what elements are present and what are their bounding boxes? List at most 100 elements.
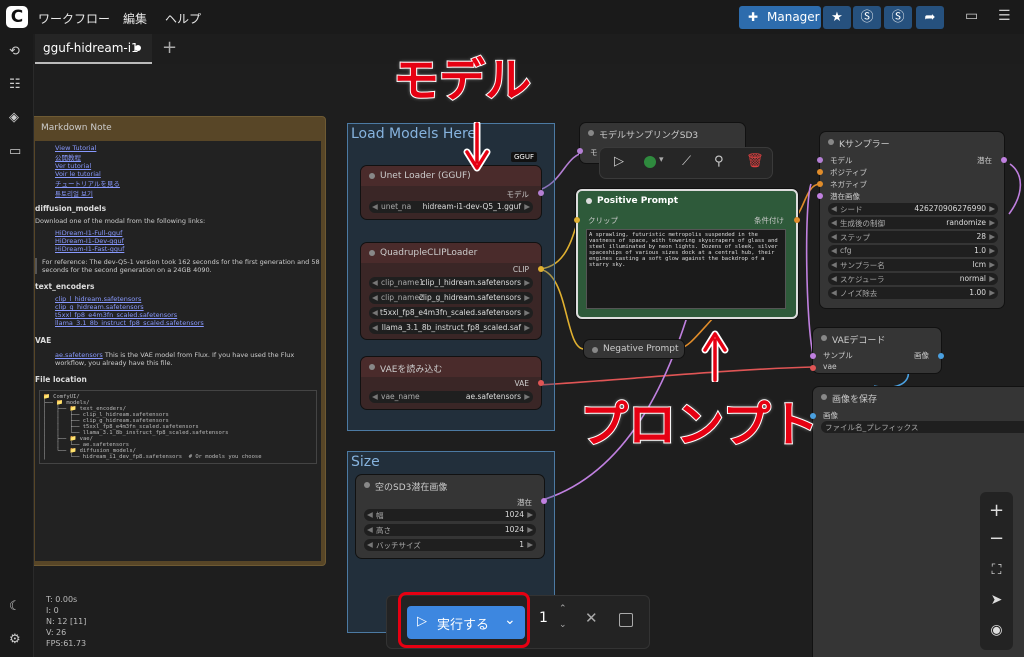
left-arrow-icon[interactable]: ◀ [372,293,378,302]
combo-widget[interactable]: ◀t5xxl_fp8_e4m3fn_scaled.safetensors▶ [369,307,533,319]
decrement-icon[interactable]: ⌄ [559,620,567,630]
chevron-down-icon[interactable]: ▾ [659,155,664,165]
run-button[interactable]: ▷ 実行する ⌄ [407,606,525,639]
menu-workflow[interactable]: ワークフロー [38,12,111,26]
navigate-icon[interactable]: ➤ [990,592,1003,608]
right-arrow-icon[interactable]: ▶ [989,274,995,283]
input-slot[interactable] [577,148,583,154]
output-slot[interactable] [538,266,544,272]
menu-edit[interactable]: 編集 [123,12,148,26]
left-arrow-icon[interactable]: ◀ [367,525,373,534]
output-slot[interactable] [794,217,800,223]
stop-icon[interactable] [619,613,633,627]
input-slot[interactable] [810,413,816,419]
note-link[interactable]: clip_l_hidream.safetensors [55,295,142,303]
note-link[interactable]: Voir le tutorial [55,170,101,178]
note-link[interactable]: clip_g_hidream.safetensors [55,303,144,311]
add-tab-button[interactable]: + [162,37,178,58]
node-manager-button[interactable]: Ⓢ [884,6,912,29]
right-arrow-icon[interactable]: ▶ [989,204,995,213]
star-button[interactable]: ★ [823,6,851,29]
settings-gear-icon[interactable]: ⚙ [9,632,21,647]
left-arrow-icon[interactable]: ◀ [372,278,378,287]
text-widget[interactable]: ファイル名_プレフィックス [821,421,1024,433]
bypass-icon[interactable]: ⟋ [682,154,692,169]
increment-icon[interactable]: ⌃ [559,604,567,614]
right-arrow-icon[interactable]: ▶ [989,232,995,241]
output-slot[interactable] [541,498,547,504]
right-arrow-icon[interactable]: ▶ [527,525,533,534]
unsaved-dot[interactable] [135,45,141,51]
zoom-out-icon[interactable]: − [988,528,1005,549]
note-link[interactable]: HiDream-I1-Fast-gguf [55,245,125,253]
note-link[interactable]: View Tutorial [55,144,97,152]
comfy-logo[interactable]: C [6,6,28,28]
pin-icon[interactable]: ⚲ [714,154,724,169]
output-slot[interactable] [538,380,544,386]
right-arrow-icon[interactable]: ▶ [524,278,530,287]
note-link[interactable]: ae.safetensors [55,351,103,359]
left-arrow-icon[interactable]: ◀ [831,218,837,227]
input-slot[interactable] [810,365,816,371]
output-slot[interactable] [538,190,544,196]
panel-toggle-icon[interactable]: ▭ [965,8,979,24]
history-icon[interactable]: ⟲ [9,44,20,59]
output-slot[interactable] [1001,157,1007,163]
left-arrow-icon[interactable]: ◀ [831,204,837,213]
left-arrow-icon[interactable]: ◀ [372,202,378,211]
note-link[interactable]: HiDream-I1-Full-gguf [55,229,123,237]
left-arrow-icon[interactable]: ◀ [831,260,837,269]
note-link[interactable]: 公開教程 [55,154,81,162]
node-negative-prompt[interactable]: Negative Prompt [584,340,684,358]
output-slot[interactable] [938,353,944,359]
note-link[interactable]: Ver tutorial [55,162,92,170]
left-arrow-icon[interactable]: ◀ [372,323,378,332]
input-slot[interactable] [810,353,816,359]
right-arrow-icon[interactable]: ▶ [524,323,530,332]
share-button[interactable]: ➦ [916,6,944,29]
right-arrow-icon[interactable]: ▶ [524,392,530,401]
markdown-note[interactable]: Markdown Note View Tutorial 公開教程 Ver tut… [34,116,326,566]
left-arrow-icon[interactable]: ◀ [831,232,837,241]
right-arrow-icon[interactable]: ▶ [989,288,995,297]
cube-icon[interactable]: ◈ [9,110,19,125]
node-positive-prompt[interactable]: Positive Prompt クリップ 条件付け A sprawling, f… [574,189,800,319]
cancel-icon[interactable]: ✕ [585,609,598,627]
input-slot[interactable] [817,193,823,199]
fit-view-icon[interactable]: ⛶ [991,562,1002,578]
right-arrow-icon[interactable]: ▶ [524,308,530,317]
manager-button[interactable]: ✚ Manager [739,6,821,29]
left-arrow-icon[interactable]: ◀ [372,308,378,317]
note-link[interactable]: llama_3.1_8b_instruct_fp8_scaled.safeten… [55,319,204,327]
folder-icon[interactable]: ▭ [9,144,22,159]
input-slot[interactable] [817,169,823,175]
eye-icon[interactable]: ◉ [990,622,1003,638]
queue-count[interactable]: 1 [539,610,548,626]
prompt-textarea[interactable]: A sprawling, futuristic metropolis suspe… [586,229,786,309]
right-arrow-icon[interactable]: ▶ [989,246,995,255]
graph-canvas[interactable]: Markdown Note View Tutorial 公開教程 Ver tut… [34,64,1024,657]
left-arrow-icon[interactable]: ◀ [367,540,373,549]
moon-icon[interactable]: ☾ [9,599,21,614]
left-arrow-icon[interactable]: ◀ [831,288,837,297]
library-icon[interactable]: ☷ [9,77,21,92]
left-arrow-icon[interactable]: ◀ [367,510,373,519]
input-slot[interactable] [817,157,823,163]
menu-help[interactable]: ヘルプ [165,12,202,26]
note-link[interactable]: HiDream-I1-Dev-gguf [55,237,124,245]
